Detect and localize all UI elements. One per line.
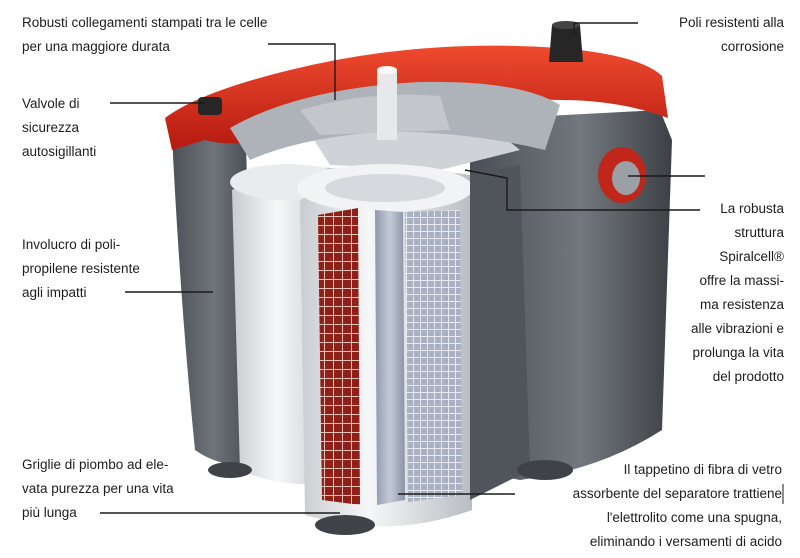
pole-top bbox=[549, 25, 583, 62]
label-casing: Involucro di poli- propilene resistente … bbox=[22, 237, 140, 300]
lead-grid-red bbox=[318, 208, 360, 505]
leader-top-left bbox=[268, 43, 336, 100]
label-spiralcell: La robusta struttura Spiralcell® offre l… bbox=[690, 201, 784, 384]
label-poles: Poli resistenti alla corrosione bbox=[678, 15, 784, 54]
leader-poles bbox=[573, 22, 638, 35]
leader-spiralcell bbox=[464, 169, 700, 211]
label-valves: Valvole di sicurezza autosigillanti bbox=[22, 96, 97, 159]
separator-mat bbox=[405, 210, 462, 502]
leader-lines bbox=[100, 22, 705, 514]
label-lead-grids: Griglie di piombo ad ele- vata purezza p… bbox=[22, 457, 174, 520]
label-intercell-connections: Robusti collegamenti stampati tra le cel… bbox=[22, 15, 268, 54]
label-glass-mat: Il tappetino di fibra di vetro assorbent… bbox=[572, 462, 782, 549]
valve-cap bbox=[198, 97, 222, 115]
